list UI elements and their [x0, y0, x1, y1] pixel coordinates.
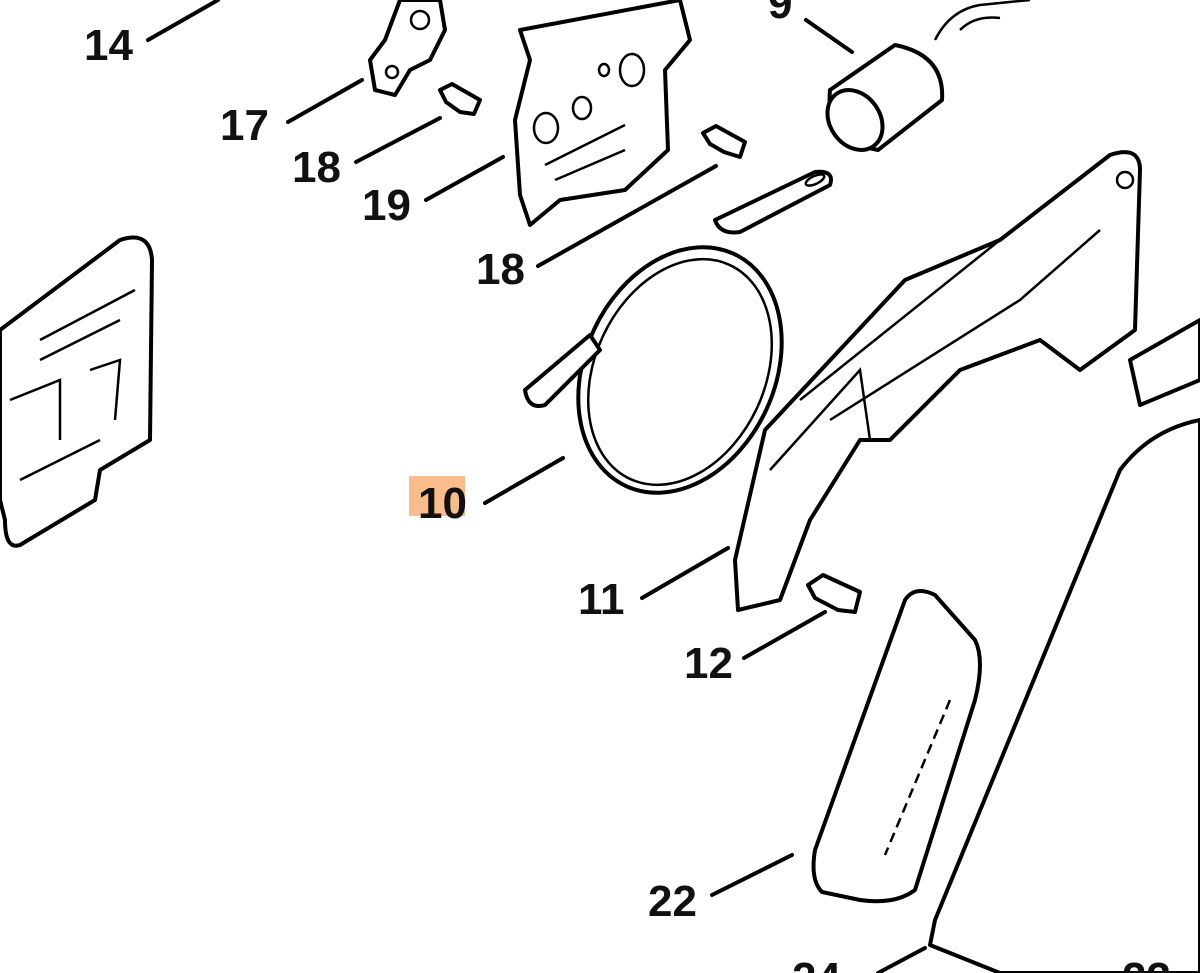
- callout-17[interactable]: 17: [220, 101, 269, 150]
- callout-14[interactable]: 14: [84, 21, 133, 70]
- brake-band-part-10: [523, 245, 784, 495]
- callout-24[interactable]: 24: [792, 954, 841, 973]
- callout-18[interactable]: 18: [476, 245, 525, 294]
- callout-22[interactable]: 22: [648, 877, 697, 926]
- callout-9[interactable]: 9: [768, 0, 792, 28]
- screw-part-12: [806, 573, 862, 614]
- leader-lines: [146, 0, 927, 973]
- callout-12[interactable]: 12: [684, 639, 733, 688]
- housing-part: [928, 318, 1200, 973]
- callout-18[interactable]: 18: [292, 143, 341, 192]
- lever-part: [713, 169, 833, 235]
- callout-23[interactable]: 23: [1122, 954, 1171, 973]
- highlight-marker: [409, 476, 465, 516]
- callout-10[interactable]: 10: [418, 479, 467, 528]
- callout-19[interactable]: 19: [362, 181, 411, 230]
- side-plate-part: [0, 235, 154, 548]
- chain-brake-cover-part-11: [733, 150, 1142, 612]
- screw-part-18: [438, 82, 747, 159]
- bracket-part-17: [368, 0, 447, 97]
- bushing-part-9: [825, 0, 1031, 152]
- guide-plate-part-19: [513, 0, 692, 227]
- callout-11[interactable]: 11: [578, 575, 625, 624]
- cover-part-22: [811, 589, 982, 904]
